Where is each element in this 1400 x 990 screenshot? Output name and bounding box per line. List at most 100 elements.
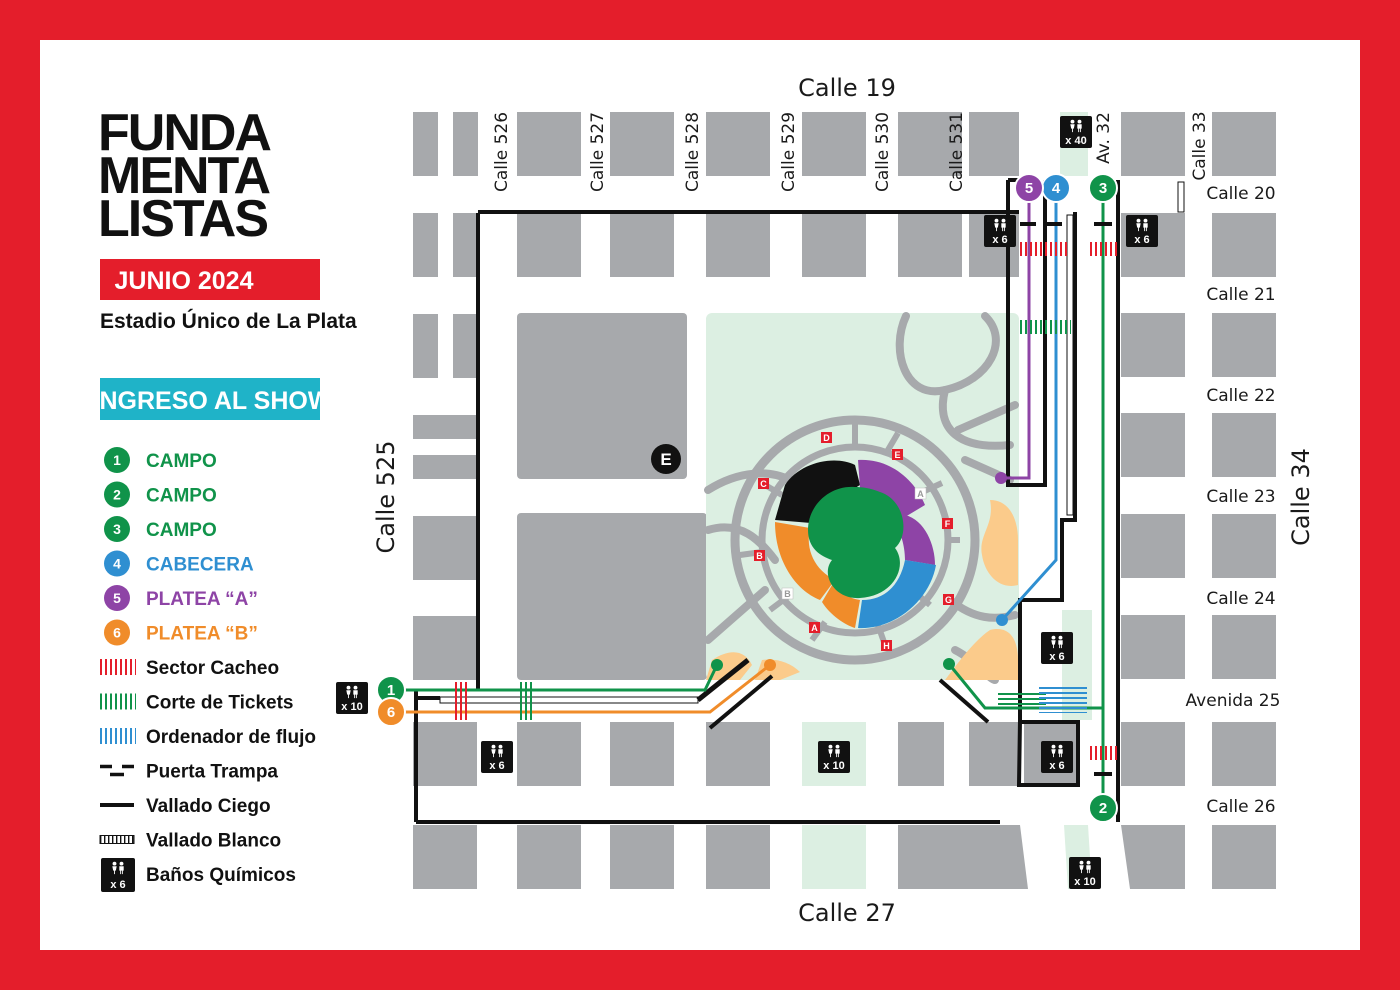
legend-marker-text: 6	[113, 625, 121, 641]
city-block	[969, 722, 1019, 786]
legend-item: Ordenador de flujo	[100, 727, 316, 748]
city-block	[610, 722, 674, 786]
white-fence	[439, 696, 699, 704]
route-end-1	[711, 659, 723, 671]
street-22: Calle 22	[1206, 386, 1275, 406]
section-tag-h-text: H	[883, 641, 890, 651]
entry-markers: 1 6 2 3 4 5	[376, 173, 1118, 823]
city-block	[969, 112, 1019, 176]
toilet-badge-bg	[984, 215, 1016, 247]
city-block	[1212, 413, 1276, 477]
legend-ladder-swatch	[99, 835, 135, 844]
legend-marker	[104, 481, 130, 508]
city-block	[706, 213, 770, 277]
city-block	[1212, 112, 1276, 176]
street-529: Calle 529	[779, 112, 799, 192]
toilet-location: x 6	[1041, 741, 1073, 773]
route-4	[1000, 190, 1058, 622]
street-bottom: Calle 27	[798, 899, 896, 927]
city-block	[1121, 514, 1185, 578]
street-top: Calle 19	[798, 74, 896, 102]
legend-marker-text: 5	[113, 590, 121, 606]
city-block	[802, 213, 866, 277]
title-line-3: LISTAS	[98, 190, 267, 248]
city-block	[413, 314, 438, 378]
sector-purple-right	[895, 515, 935, 565]
toilet-count: x 6	[110, 879, 125, 891]
toilet-location: x 6	[1041, 632, 1073, 664]
legend-marker-text: 2	[113, 487, 121, 503]
section-tag-a-white	[914, 487, 927, 500]
title-line-1: FUNDA	[98, 104, 271, 162]
city-blocks	[413, 112, 1276, 889]
legend-item: x 6 Baños Químicos	[101, 858, 296, 892]
city-block	[1212, 722, 1276, 786]
entry-5-text: 5	[1025, 180, 1033, 197]
sector-purple-top	[858, 459, 925, 520]
legend-label: Puerta Trampa	[146, 762, 278, 783]
toilet-badge-bg	[481, 741, 513, 773]
city-block	[1212, 825, 1276, 889]
route-end-4	[996, 614, 1008, 626]
toilet-count: x 6	[489, 760, 504, 772]
section-tag-e-text: E	[894, 450, 900, 460]
city-block	[413, 455, 477, 479]
section-tag-c	[758, 478, 769, 489]
city-block	[1121, 313, 1185, 377]
city-block	[898, 825, 1028, 889]
city-block	[1212, 213, 1276, 277]
city-block	[413, 722, 477, 786]
toilet-count: x 40	[1065, 135, 1086, 147]
legend-marker	[104, 516, 130, 542]
section-tag-f-text: F	[945, 519, 951, 529]
section-tag-h	[881, 640, 892, 651]
city-block	[802, 112, 866, 176]
search-checkpoint	[1019, 242, 1067, 256]
city-block	[706, 825, 770, 889]
section-tag-e	[892, 449, 903, 460]
street-531: Calle 531	[947, 112, 967, 192]
route-end-6	[764, 659, 776, 671]
city-block	[898, 213, 962, 277]
section-tag-c-text: C	[760, 479, 767, 489]
city-block	[517, 112, 581, 176]
section-tag-a	[809, 622, 820, 633]
city-block	[706, 112, 770, 176]
title-line-2: MENTA	[98, 147, 270, 205]
city-block	[413, 616, 477, 680]
legend-marker	[104, 550, 130, 577]
city-block	[610, 213, 674, 277]
section-tag-g	[943, 594, 954, 605]
route-end-5	[995, 472, 1007, 484]
toilet-location: x 40	[1060, 116, 1092, 148]
street-527: Calle 527	[588, 112, 608, 192]
date-banner-text: JUNIO 2024	[115, 267, 254, 295]
section-banner	[100, 378, 320, 420]
section-tag-f	[942, 518, 953, 529]
city-block	[706, 722, 770, 786]
legend-item: Corte de Tickets	[100, 693, 293, 714]
section-banner-text: INGRESO AL SHOW	[93, 387, 332, 415]
toilet-badge-bg	[818, 741, 850, 773]
toilet-location: x 10	[1069, 857, 1101, 889]
city-block	[1121, 413, 1185, 477]
stadium	[775, 459, 936, 629]
toilet-badge-bg	[1060, 116, 1092, 148]
legend-marker	[104, 619, 130, 646]
city-block	[1121, 825, 1185, 889]
street-right: Calle 34	[1287, 448, 1315, 546]
legend-item: Vallado Blanco	[99, 831, 281, 852]
legend-label: CAMPO	[146, 451, 217, 472]
legend-label: Baños Químicos	[146, 865, 296, 886]
city-block	[413, 825, 477, 889]
legend-hatch-swatch	[100, 693, 136, 710]
search-checkpoint	[1088, 746, 1120, 760]
toilet-badge-bg	[336, 682, 368, 714]
ticket-checkpoint	[519, 682, 533, 720]
city-block	[1121, 722, 1185, 786]
legend-label: PLATEA “A”	[146, 589, 258, 610]
